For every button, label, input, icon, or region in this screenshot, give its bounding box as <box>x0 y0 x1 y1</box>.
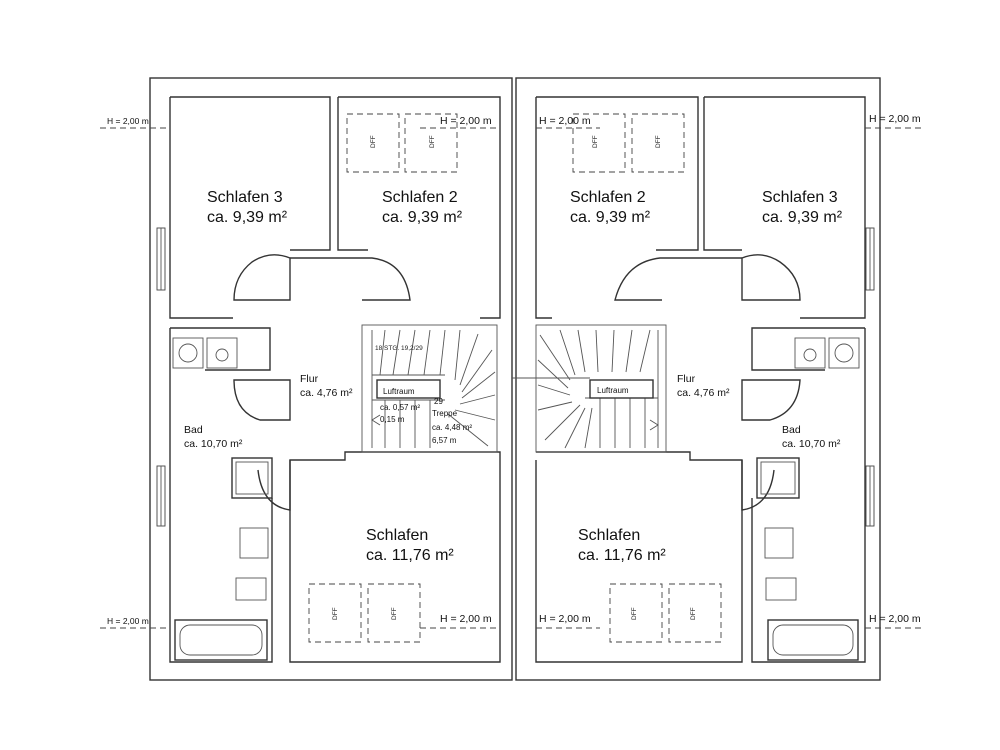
left-schlafen3-area: ca. 9,39 m² <box>207 209 288 226</box>
right-flur-arc-left <box>614 257 742 301</box>
height-label-right-room-top: H = 2,00 m <box>539 115 591 127</box>
right-schlafen-walls <box>535 451 743 663</box>
left-schlafen-area: ca. 11,76 m² <box>366 547 454 564</box>
left-schlafen3-name: Schlafen 3 <box>207 189 283 206</box>
left-luftraum-area: ca. 0,57 m² <box>380 403 420 412</box>
height-label-left-top: H = 2,00 m <box>107 116 149 126</box>
left-stair-box <box>361 324 498 453</box>
right-schlafen-area: ca. 11,76 m² <box>578 547 666 564</box>
right-unit <box>535 96 866 663</box>
left-luftraum-length: 0,15 m <box>380 415 405 424</box>
dff-label-8: DFF <box>690 607 697 620</box>
height-label-right-top: H = 2,00 m <box>869 113 921 125</box>
left-steps-label: 18 STG. 19,2/29 <box>375 345 423 352</box>
right-schlafen2-name: Schlafen 2 <box>570 189 646 206</box>
left-unit <box>169 96 501 663</box>
right-schlafen2-area: ca. 9,39 m² <box>570 209 651 226</box>
left-schlafen2-walls <box>337 96 501 319</box>
dff-label-4: DFF <box>655 135 662 148</box>
left-schlafen3-walls <box>169 96 331 319</box>
right-schlafen3-name: Schlafen 3 <box>762 189 838 206</box>
right-stair-box <box>535 324 667 453</box>
left-treppe-label: Treppe <box>432 409 458 418</box>
left-schlafen-walls <box>289 451 501 663</box>
right-flur-arc-mid <box>741 379 801 421</box>
dff-label-6: DFF <box>391 607 398 620</box>
right-flur-area: ca. 4,76 m² <box>677 387 730 399</box>
left-flur-arc-mid <box>233 379 291 421</box>
dff-label-5: DFF <box>332 607 339 620</box>
left-flur-arc-right <box>290 257 411 301</box>
height-label-left-room-bottom: H = 2,00 m <box>440 613 492 625</box>
right-bad-area: ca. 10,70 m² <box>782 438 841 450</box>
right-flur-arc-bottom <box>741 460 775 511</box>
height-label-right-room-bottom: H = 2,00 m <box>539 613 591 625</box>
left-schlafen-name: Schlafen <box>366 527 428 544</box>
right-luftraum-label: Luftraum <box>597 386 629 395</box>
right-bad-walls <box>751 327 866 663</box>
dff-label-3: DFF <box>592 135 599 148</box>
roof-windows <box>308 113 722 643</box>
left-flur-arc-top <box>233 254 291 301</box>
height-label-right-bottom: H = 2,00 m <box>869 613 921 625</box>
left-schlafen2-name: Schlafen 2 <box>382 189 458 206</box>
right-flur-name: Flur <box>677 373 696 385</box>
left-unit-outline <box>149 77 513 681</box>
left-stair-treads <box>371 329 496 448</box>
left-treppe-area: ca. 4,48 m² <box>432 423 472 432</box>
dff-label-2: DFF <box>429 135 436 148</box>
height-label-left-room-top: H = 2,00 m <box>440 115 492 127</box>
left-bad-walls <box>169 327 273 663</box>
left-bad-name: Bad <box>184 424 203 436</box>
height-label-left-bottom: H = 2,00 m <box>107 616 149 626</box>
right-schlafen2-walls <box>535 96 699 319</box>
left-flur-arc-bottom <box>257 460 291 511</box>
right-schlafen-name: Schlafen <box>578 527 640 544</box>
right-schlafen3-walls <box>703 96 866 319</box>
left-schlafen2-area: ca. 9,39 m² <box>382 209 463 226</box>
dff-label-1: DFF <box>370 135 377 148</box>
left-luftraum-label: Luftraum <box>383 387 415 396</box>
dff-label-7: DFF <box>631 607 638 620</box>
windows <box>156 227 875 527</box>
height-lines <box>100 127 925 629</box>
left-flur-name: Flur <box>300 373 319 385</box>
left-bad-area: ca. 10,70 m² <box>184 438 243 450</box>
left-treppe-length: 6,57 m <box>432 436 457 445</box>
left-flur-area: ca. 4,76 m² <box>300 387 353 399</box>
right-stair-treads <box>512 329 659 449</box>
right-bad-name: Bad <box>782 424 801 436</box>
right-flur-arc-top <box>741 254 801 301</box>
left-bath-fixtures <box>172 337 273 661</box>
right-unit-outline <box>515 77 881 681</box>
right-schlafen3-area: ca. 9,39 m² <box>762 209 843 226</box>
right-bath-fixtures <box>756 337 860 661</box>
left-stair-number: 29 <box>434 397 443 406</box>
